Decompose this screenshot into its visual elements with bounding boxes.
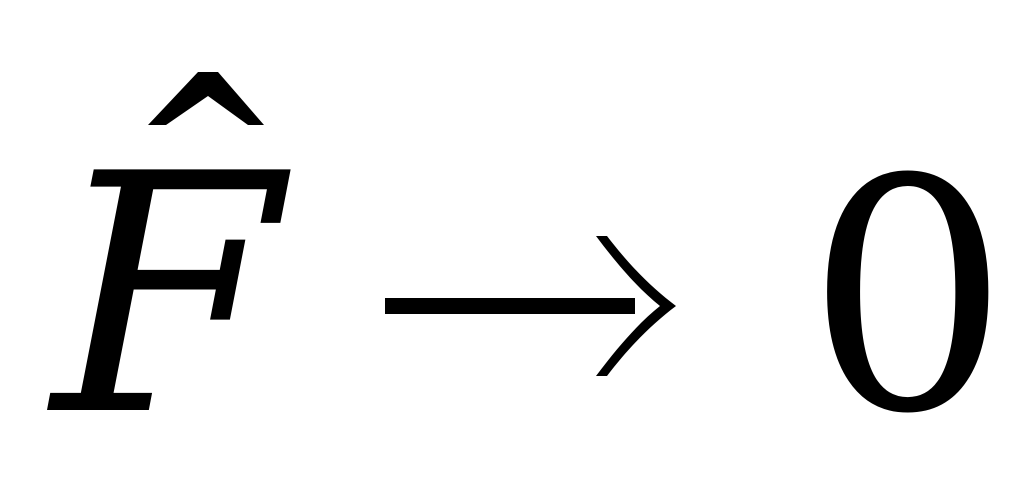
hat-accent: [148, 72, 264, 125]
value-zero: 0: [806, 112, 1010, 484]
right-arrow-icon: [385, 236, 676, 376]
variable-f: F: [47, 104, 295, 486]
